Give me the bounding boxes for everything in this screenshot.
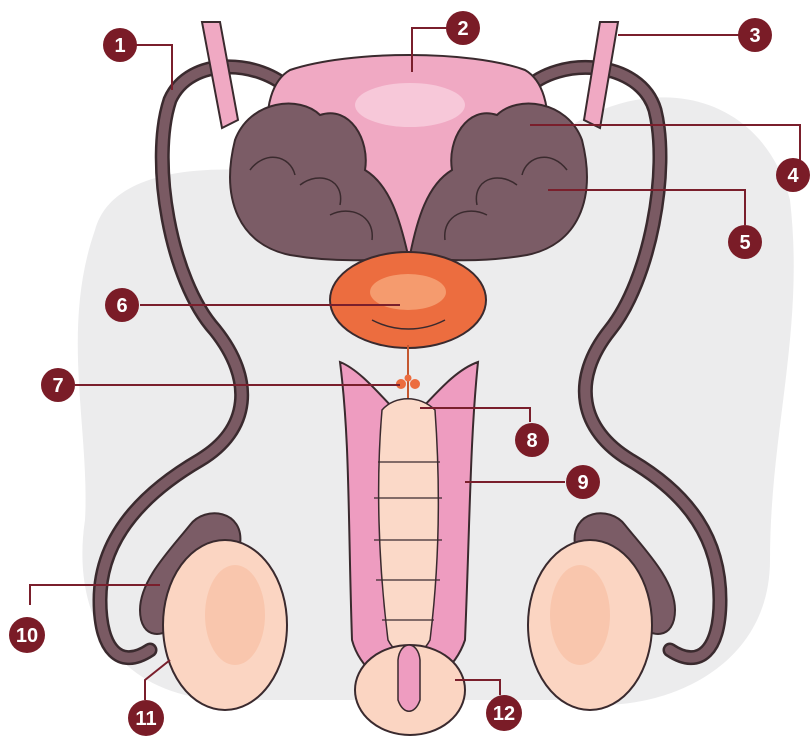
leader-1: [132, 45, 172, 90]
svg-text:7: 7: [52, 375, 63, 397]
marker-2: 2: [446, 11, 480, 45]
svg-text:4: 4: [787, 165, 799, 187]
svg-text:2: 2: [457, 18, 468, 40]
left-testis-shade: [205, 565, 265, 665]
right-testis-shade: [550, 565, 610, 665]
svg-text:3: 3: [749, 25, 760, 47]
bladder-highlight: [355, 83, 465, 127]
svg-text:6: 6: [116, 295, 127, 317]
svg-text:5: 5: [739, 232, 750, 254]
marker-4: 4: [776, 158, 810, 192]
marker-1: 1: [103, 28, 137, 62]
marker-9: 9: [566, 465, 600, 499]
svg-text:9: 9: [577, 472, 588, 494]
svg-text:11: 11: [135, 708, 156, 730]
marker-7: 7: [41, 368, 75, 402]
marker-5: 5: [728, 225, 762, 259]
corpus-cavernosum: [379, 399, 439, 655]
svg-text:12: 12: [493, 703, 515, 725]
marker-12: 12: [486, 695, 522, 731]
marker-8: 8: [515, 423, 549, 457]
svg-text:8: 8: [526, 430, 537, 452]
marker-6: 6: [105, 288, 139, 322]
marker-11: 11: [128, 700, 164, 736]
glans-tip: [398, 645, 420, 711]
svg-text:10: 10: [16, 625, 38, 647]
marker-3: 3: [738, 18, 772, 52]
svg-text:1: 1: [114, 35, 125, 57]
marker-10: 10: [9, 617, 45, 653]
